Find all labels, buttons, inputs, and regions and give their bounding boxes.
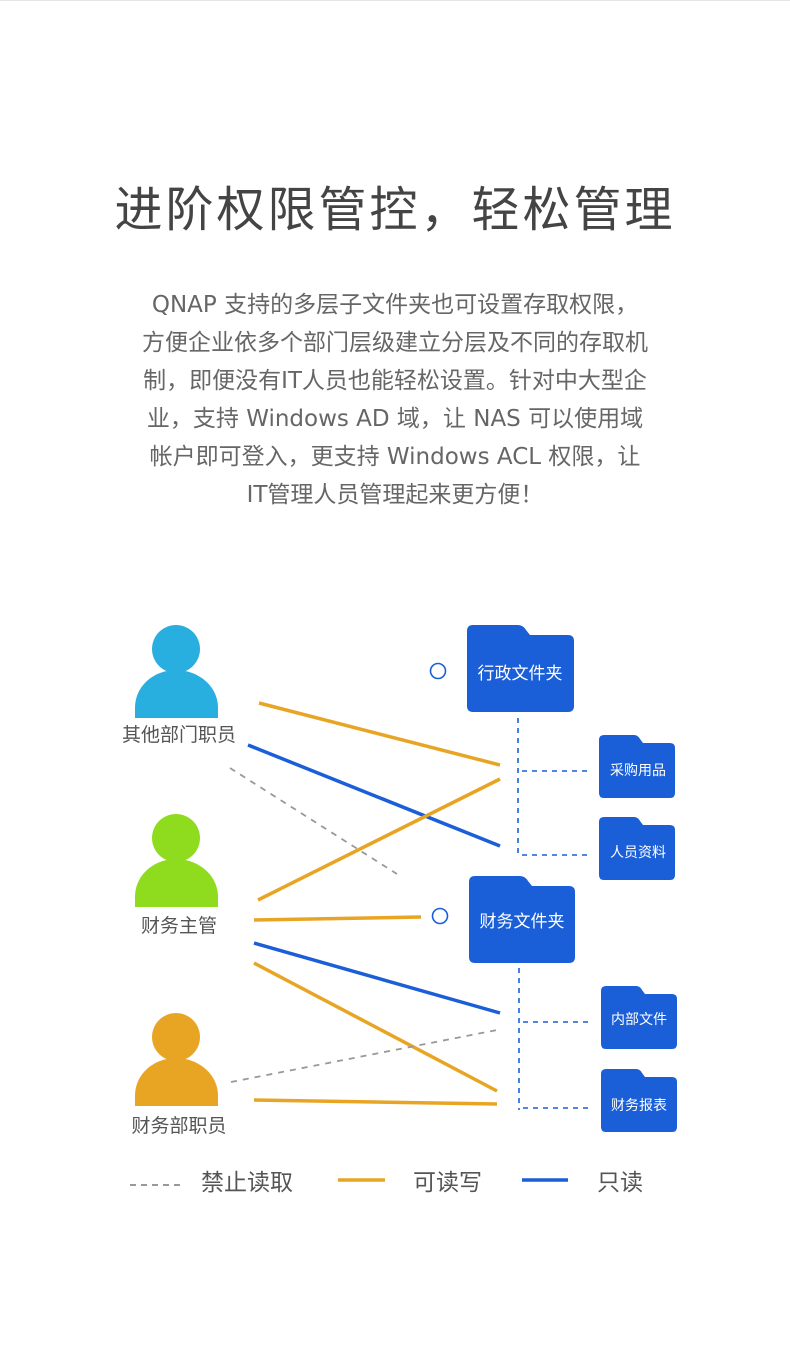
permission-diagram: 其他部门职员 财务主管 财务部职员 行政文件夹 财务文件夹 采购用品 人员资料 … <box>122 625 677 1196</box>
line-other-to-finance-deny <box>229 767 398 875</box>
folder-icon <box>599 735 675 798</box>
folder-icon <box>601 1069 677 1132</box>
folder-tree-connectors <box>517 718 590 1110</box>
description-line: 帐户即可登入，更支持 Windows ACL 权限，让 <box>149 444 641 470</box>
folder-internal: 内部文件 <box>601 986 677 1049</box>
person-icon <box>152 1013 200 1061</box>
folder-label: 人员资料 <box>610 845 666 861</box>
page-title: 进阶权限管控，轻松管理 <box>114 182 676 238</box>
folder-label: 行政文件夹 <box>478 664 563 684</box>
line-supervisor-to-finance-readwrite <box>253 915 422 922</box>
person-label: 其他部门职员 <box>122 724 236 746</box>
description-line: QNAP 支持的多层子文件夹也可设置存取权限， <box>151 292 639 318</box>
description: QNAP 支持的多层子文件夹也可设置存取权限， 方便企业依多个部门层级建立分层及… <box>110 286 680 514</box>
person-icon <box>152 625 200 673</box>
folder-label: 采购用品 <box>610 763 666 779</box>
finance-folder-radio-icon <box>431 907 449 925</box>
person-label: 财务部职员 <box>131 1115 226 1137</box>
folder-finance: 财务文件夹 <box>469 876 575 963</box>
folder-icon <box>469 876 575 963</box>
description-line: 方便企业依多个部门层级建立分层及不同的存取机 <box>142 330 648 356</box>
description-line: IT管理人员管理起来更方便！ <box>246 482 544 508</box>
folder-icon <box>599 817 675 880</box>
connection-lines <box>229 701 501 1106</box>
legend-readonly-label: 只读 <box>597 1170 643 1196</box>
folder-personnel: 人员资料 <box>599 817 675 880</box>
folder-admin: 行政文件夹 <box>467 625 574 712</box>
top-divider <box>0 0 790 1</box>
legend-deny-label: 禁止读取 <box>201 1170 293 1196</box>
person-finance-staff: 财务部职员 <box>131 1013 227 1137</box>
description-line: 业，支持 Windows AD 域，让 NAS 可以使用域 <box>146 406 644 432</box>
line-staff-to-internal-deny <box>230 1029 498 1083</box>
line-staff-to-report-readwrite <box>253 1098 498 1106</box>
description-line: 制，即便没有IT人员也能轻松设置。针对中大型企 <box>143 368 647 394</box>
admin-folder-radio-icon <box>429 662 447 680</box>
legend-readwrite-label: 可读写 <box>413 1170 482 1196</box>
legend: 禁止读取 可读写 只读 <box>130 1170 643 1196</box>
person-label: 财务主管 <box>141 915 217 937</box>
line-supervisor-to-report-readwrite <box>253 961 498 1093</box>
folder-icon <box>467 625 574 712</box>
line-other-to-admin-readwrite <box>258 701 501 767</box>
line-supervisor-to-admin-readwrite <box>257 777 501 902</box>
folder-icon <box>601 986 677 1049</box>
person-icon <box>152 814 200 862</box>
line-other-to-personnel-readonly <box>247 743 501 848</box>
folder-purchase: 采购用品 <box>599 735 675 798</box>
folder-label: 内部文件 <box>611 1012 667 1028</box>
folder-label: 财务文件夹 <box>480 912 565 932</box>
line-supervisor-to-internal-readonly <box>253 941 501 1015</box>
person-other-department: 其他部门职员 <box>122 625 236 746</box>
person-finance-supervisor: 财务主管 <box>135 814 218 937</box>
folder-label: 财务报表 <box>611 1098 667 1114</box>
folder-report: 财务报表 <box>601 1069 677 1132</box>
